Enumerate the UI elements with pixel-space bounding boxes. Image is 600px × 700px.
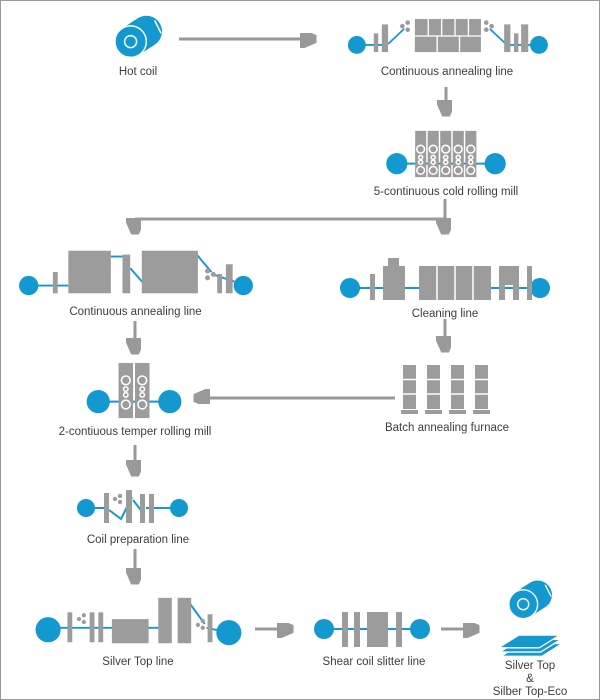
node-hot-coil: Hot coil: [93, 13, 183, 79]
product-label-line3: Silber Top-Eco: [492, 686, 568, 699]
sheets-icon: [496, 634, 565, 657]
product-label-line1: Silver Top: [504, 660, 556, 672]
annealing-line-icon: [347, 19, 548, 54]
node-continuous-annealing-line-left: Continuous annealing line: [13, 243, 258, 319]
product-label-line2: &: [526, 673, 534, 686]
node-label: Silver Top line: [102, 656, 174, 668]
silver-top-line-icon: [35, 597, 242, 646]
branch-line: [135, 199, 447, 221]
node-coil-preparation-line: Coil preparation line: [53, 487, 223, 547]
node-label: Batch annealing furnace: [384, 422, 510, 434]
node-label: Cleaning line: [411, 308, 479, 320]
node-label: Continuous annealing line: [380, 66, 514, 78]
node-label: Hot coil: [118, 66, 158, 78]
node-temper-rolling-mill: 2-contiuous temper rolling mill: [35, 361, 235, 439]
node-cold-rolling-mill: 5-continuous cold rolling mill: [351, 127, 541, 199]
furnace-icon: [401, 365, 490, 414]
node-label: Shear coil slitter line: [322, 656, 426, 668]
product-icons: [492, 578, 568, 658]
node-label: Continuous annealing line: [69, 306, 202, 318]
node-cleaning-line: Cleaning line: [337, 251, 553, 321]
coil-icon: [508, 580, 552, 620]
slitter-line-icon: [314, 612, 430, 647]
node-continuous-annealing-line-top: Continuous annealing line: [335, 11, 559, 79]
annealing-line-icon: [18, 250, 253, 296]
node-label: 5-continuous cold rolling mill: [373, 186, 519, 198]
temper-mill-icon: [86, 362, 182, 419]
node-shear-coil-slitter-line: Shear coil slitter line: [305, 603, 443, 669]
node-label: Coil preparation line: [86, 534, 190, 546]
node-label: 2-contiuous temper rolling mill: [58, 426, 212, 438]
rolling-mill-icon: [386, 130, 506, 178]
node-label: Silver Top & Silber Top-Eco: [492, 660, 568, 699]
node-batch-annealing-furnace: Batch annealing furnace: [353, 361, 541, 435]
node-products: Silver Top & Silber Top-Eco: [469, 578, 591, 699]
coil-icon: [114, 15, 162, 59]
node-silver-top-line: Silver Top line: [29, 593, 247, 669]
cleaning-line-icon: [340, 258, 550, 300]
coil-prep-icon: [77, 490, 188, 523]
